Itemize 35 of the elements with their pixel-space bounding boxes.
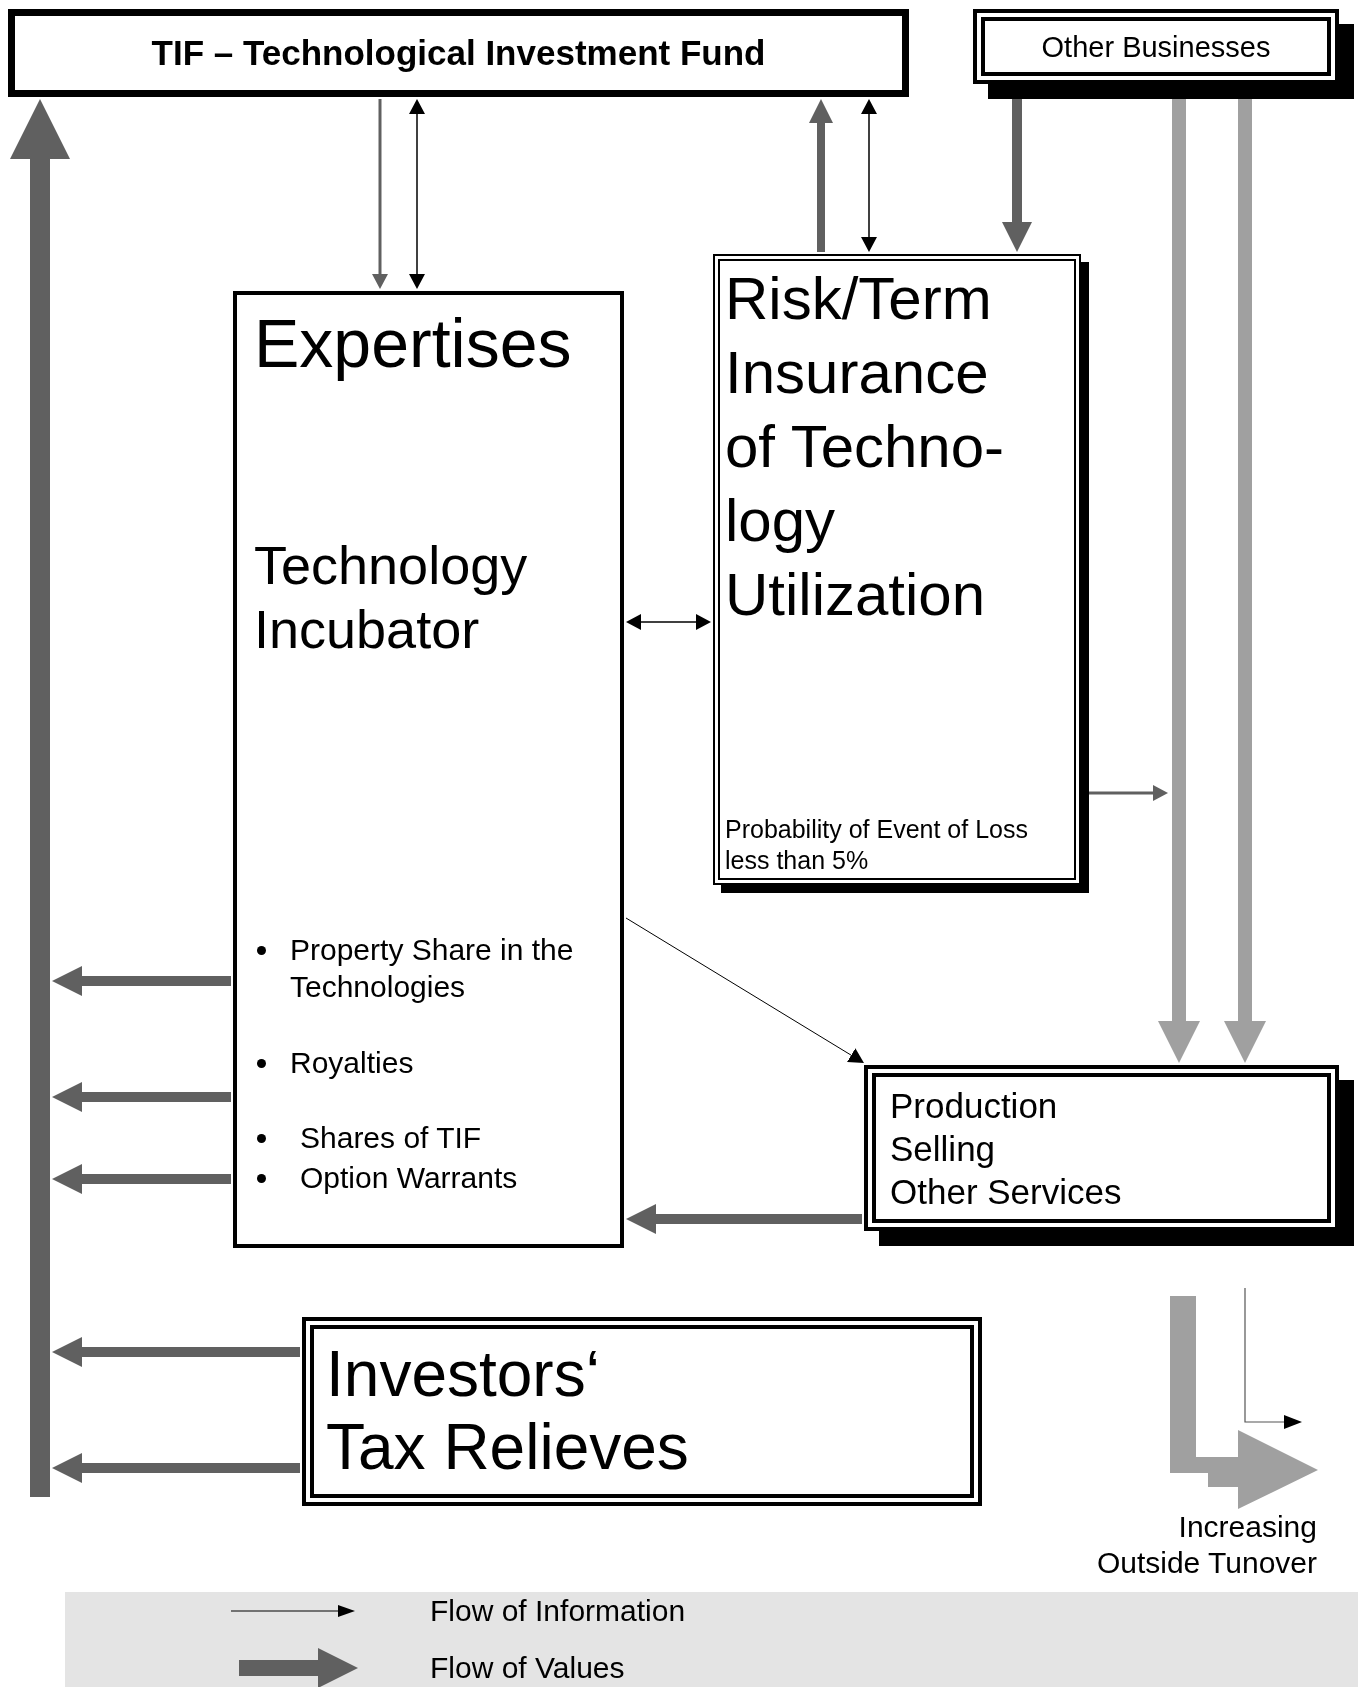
legend-label: Flow of Values [430, 1650, 625, 1686]
arrow [625, 917, 864, 1063]
box-label: Other Businesses [1041, 29, 1271, 64]
double-headed-arrow [409, 99, 425, 289]
box-label: Other Services [890, 1171, 1123, 1213]
arrow [52, 1337, 300, 1367]
box-subheading: Technology Incubator [254, 534, 529, 661]
annotation-text: Outside Tunover [1096, 1545, 1317, 1581]
arrow [52, 1082, 231, 1112]
incubator-box [233, 291, 624, 1248]
box-note: Probability of Event of Loss less than 5% [725, 814, 1029, 876]
arrow [52, 966, 231, 996]
arrow [52, 1164, 231, 1194]
bullet-text: Property Share in the Technologies [290, 932, 575, 1005]
arrow [626, 1204, 862, 1234]
bullet-text: Shares of TIF [300, 1120, 483, 1156]
arrow [10, 99, 70, 1497]
box-heading: Investors‘ [326, 1337, 601, 1411]
double-headed-arrow [626, 614, 711, 630]
arrow [52, 1453, 300, 1483]
legend-label: Flow of Information [430, 1593, 686, 1629]
arrow [372, 99, 388, 289]
box-heading: Expertises [254, 304, 573, 383]
tax-relief-box [302, 1317, 982, 1506]
double-headed-arrow [861, 99, 877, 252]
fund-box [8, 9, 909, 97]
title-text: TIF – Technological Investment Fund [151, 32, 766, 74]
box-heading: Risk/Term Insurance of Techno- logy Utilization [725, 264, 1006, 630]
bullet-text: Royalties [290, 1045, 415, 1081]
annotation-text: Increasing [1178, 1509, 1317, 1545]
bullet-text: Option Warrants [300, 1160, 519, 1196]
arrow [809, 99, 833, 252]
box-label: Selling [890, 1128, 997, 1170]
box-heading: Tax Relieves [326, 1410, 690, 1484]
box-label: Production [890, 1085, 1059, 1127]
